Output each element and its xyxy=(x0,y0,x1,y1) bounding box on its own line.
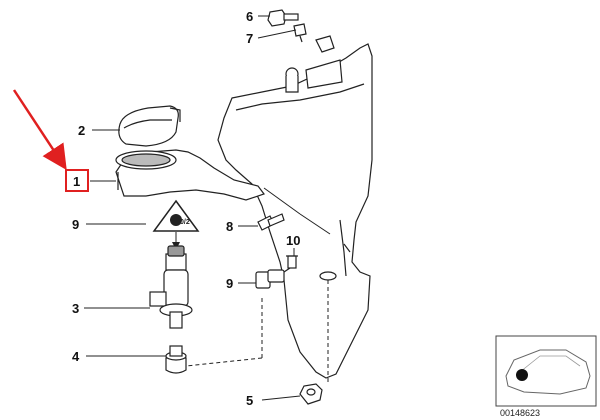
warning-symbol-text: 0/2 xyxy=(180,219,190,226)
part-label-7[interactable]: 7 xyxy=(246,31,253,46)
part-label-6[interactable]: 6 xyxy=(246,9,253,24)
clip-7 xyxy=(293,23,307,43)
part-label-4[interactable]: 4 xyxy=(72,349,80,364)
washer-reservoir xyxy=(217,35,373,379)
part-label-9-upper[interactable]: 9 xyxy=(72,217,79,232)
highlight-box xyxy=(65,169,89,192)
grommet xyxy=(165,345,187,374)
warning-symbol: 0/2 xyxy=(152,199,200,250)
part-label-9-lower[interactable]: 9 xyxy=(226,276,233,291)
part-label-2[interactable]: 2 xyxy=(78,123,85,138)
part-label-3[interactable]: 3 xyxy=(72,301,79,316)
diagram-reference: 00148623 xyxy=(500,408,540,418)
screw-8 xyxy=(257,213,285,231)
nut-5 xyxy=(299,383,323,405)
car-location-inset: 00148623 xyxy=(495,335,597,418)
leader-lines xyxy=(84,15,331,401)
bolt-6 xyxy=(267,9,299,27)
part-label-1[interactable]: 1 xyxy=(73,174,80,189)
filler-cap xyxy=(118,105,181,147)
sensor-9 xyxy=(255,267,291,289)
part-label-10[interactable]: 10 xyxy=(286,233,300,248)
bolt-10 xyxy=(286,255,298,269)
filler-neck xyxy=(115,149,265,201)
highlight-arrow xyxy=(12,89,67,171)
washer-pump xyxy=(149,245,193,329)
part-label-5[interactable]: 5 xyxy=(246,393,253,408)
part-label-8[interactable]: 8 xyxy=(226,219,233,234)
location-dot xyxy=(516,369,528,381)
car-outline-icon xyxy=(505,349,591,395)
